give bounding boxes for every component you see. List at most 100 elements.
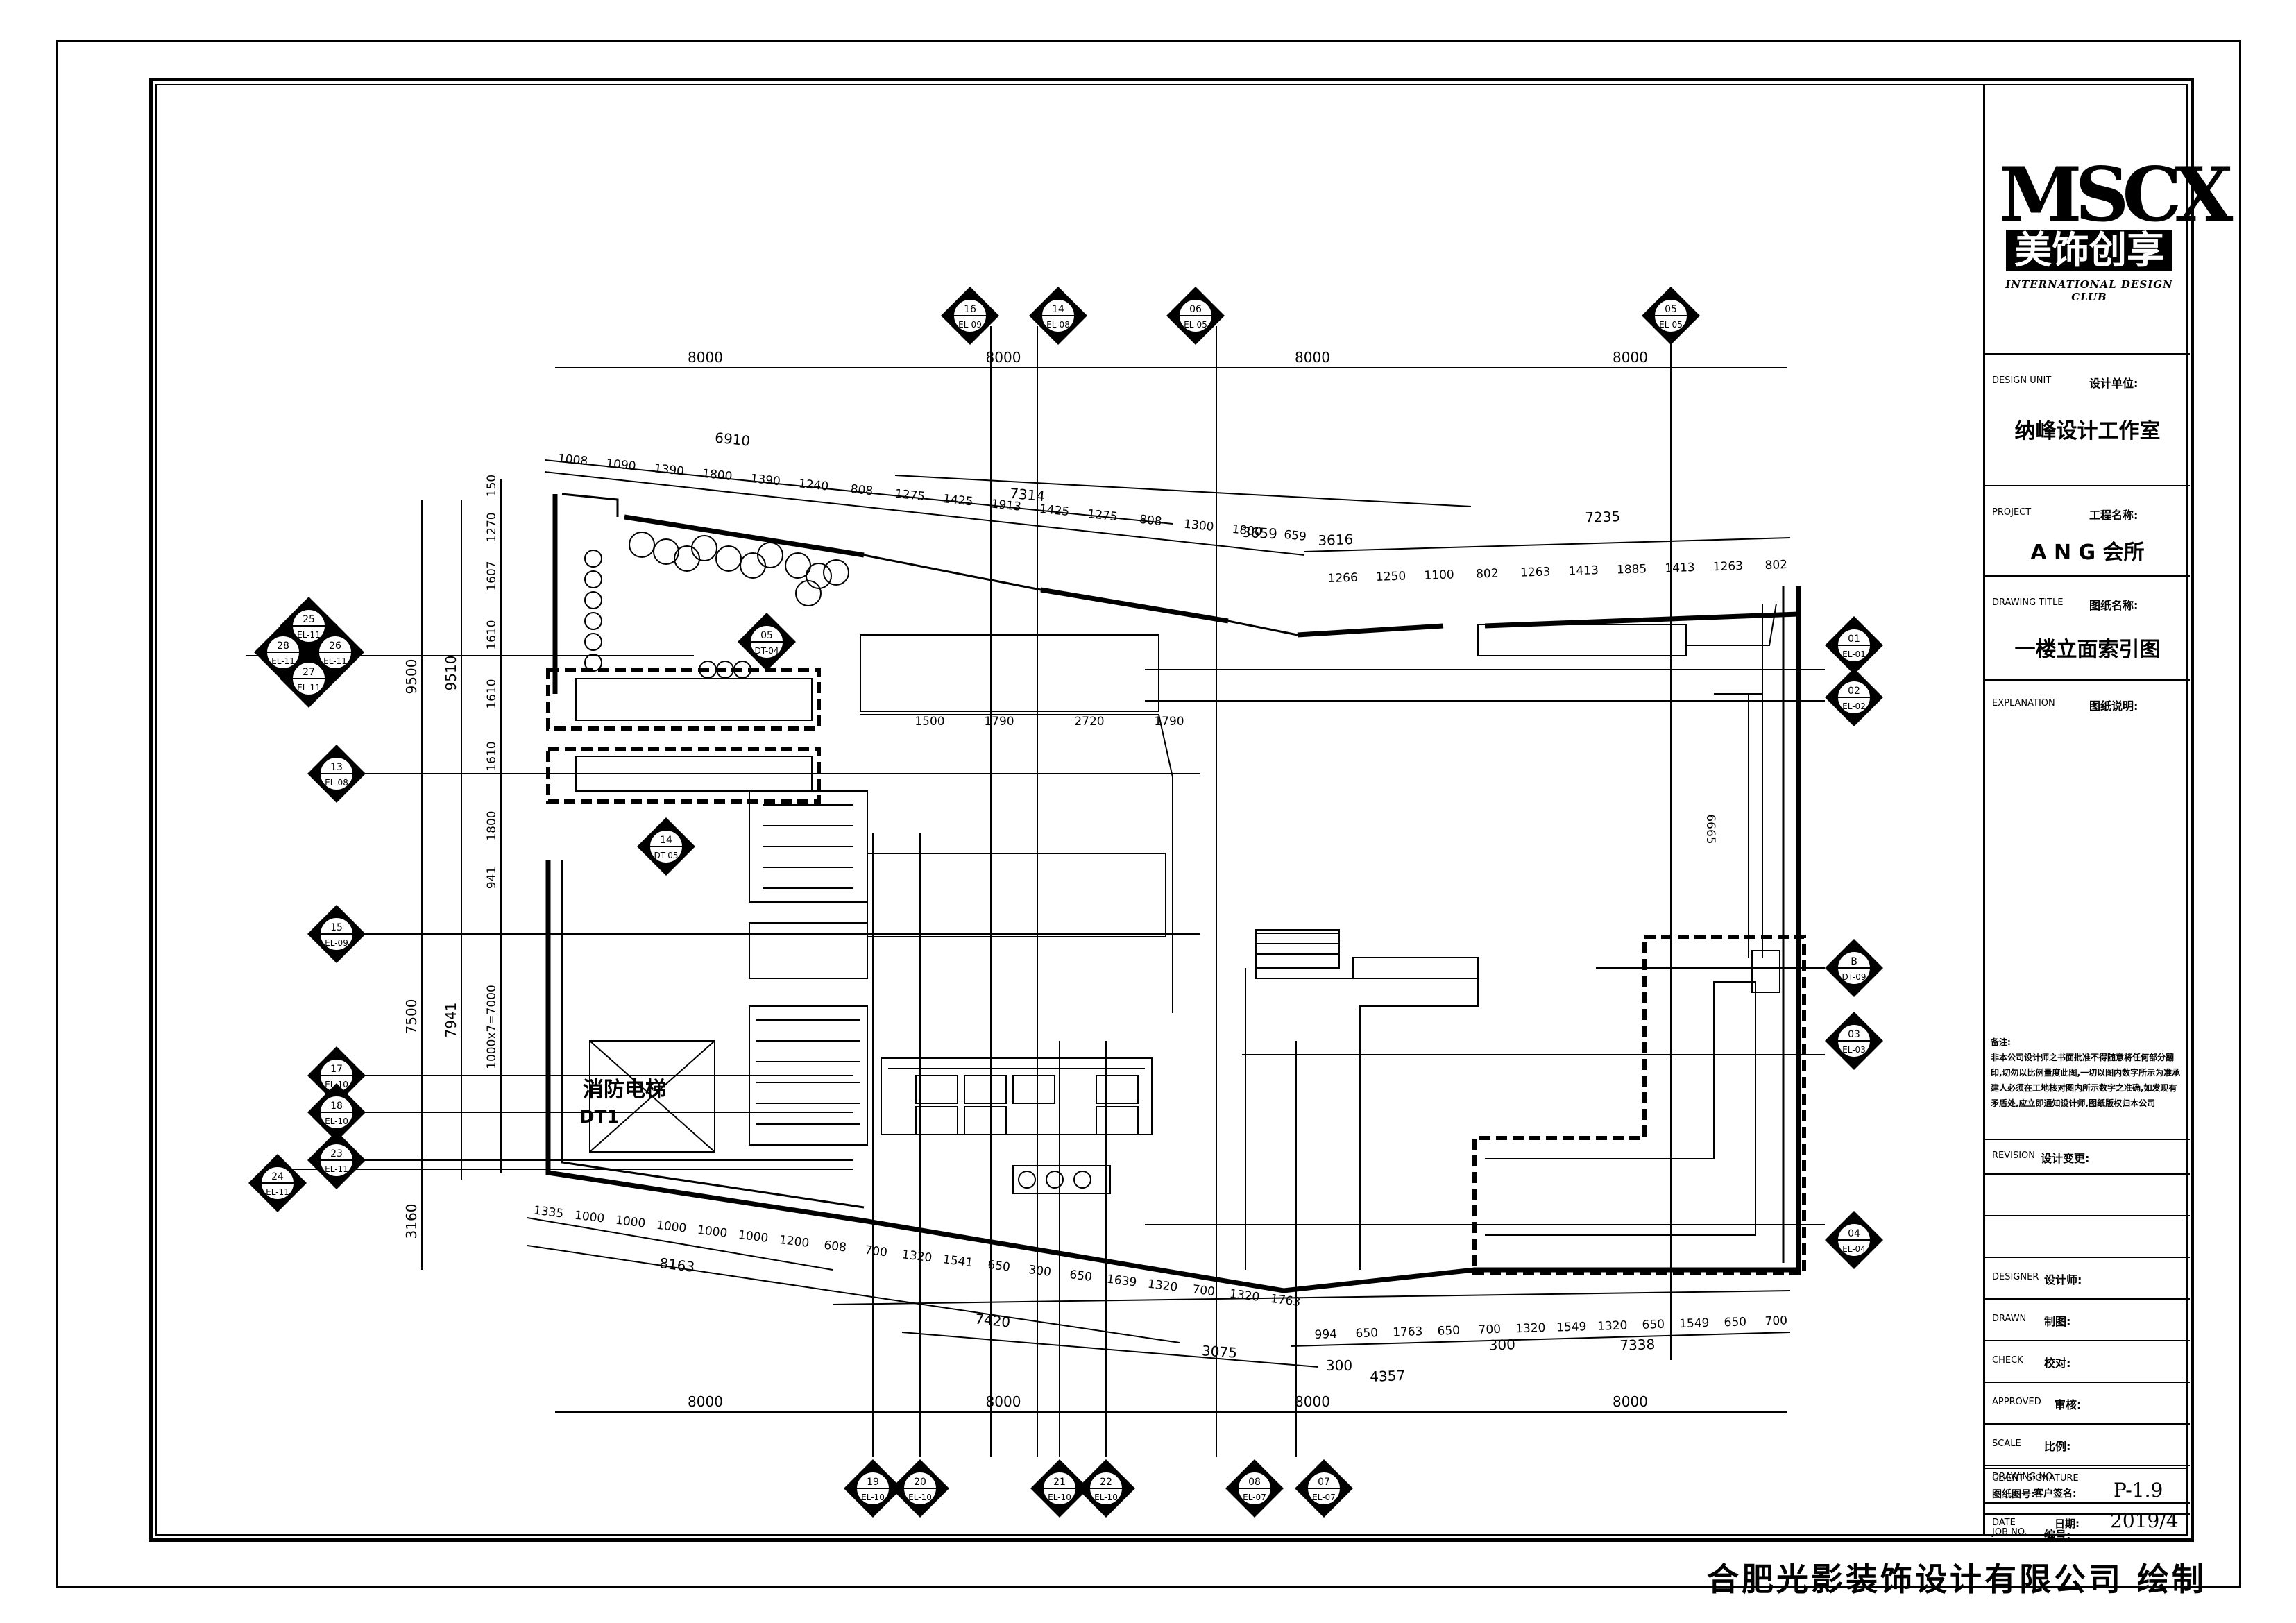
date-label-en: DATE <box>1992 1518 2016 1528</box>
drawing-frame <box>149 78 2194 1542</box>
top-dim-segment: 1263 <box>1520 565 1551 579</box>
left-dim-inner: 1800 <box>485 810 499 840</box>
top-dim-segment: 1413 <box>1568 563 1599 578</box>
section-tag-right <box>1825 1012 1883 1070</box>
section-tag-left <box>307 905 366 963</box>
bottom-dim-segment: 1320 <box>1597 1318 1628 1333</box>
section-tag-inner <box>637 817 695 876</box>
bottom-axis-dim: 8000 <box>1613 1393 1648 1410</box>
bottom-dim-overall: 300 <box>1326 1357 1352 1374</box>
revision-label-cn: 设计变更: <box>2041 1152 2090 1165</box>
tag-reference: EL-08 <box>325 778 348 788</box>
tag-reference: EL-11 <box>297 630 321 640</box>
client-date-block: CLIENT SIGNATURE 客户签名: DATE 日期: 2019/4 <box>1983 1468 2190 1536</box>
bottom-dim-segment: 1000 <box>738 1228 769 1246</box>
tag-number: 18 <box>330 1101 343 1112</box>
explanation-label-en: EXPLANATION <box>1992 698 2055 708</box>
top-dim-segment: 802 <box>1476 567 1499 581</box>
top-dim-segment: 1275 <box>894 487 926 504</box>
scale-label-cn: 比例: <box>2044 1440 2071 1453</box>
section-tag-bottom <box>1030 1459 1089 1518</box>
bottom-dim-overall: 8163 <box>658 1255 695 1275</box>
revision-label-en: REVISION <box>1992 1150 2036 1161</box>
tag-number: 04 <box>1848 1228 1860 1239</box>
tag-number: 21 <box>1053 1477 1066 1488</box>
tag-reference: EL-09 <box>958 320 982 330</box>
bottom-dim-segment: 1549 <box>1556 1320 1587 1334</box>
drawing-no-row: DRAWING NO. 图纸图号: P-1.9 <box>1985 1465 2190 1513</box>
design-unit-row: DESIGN UNIT 设计单位: 纳峰设计工作室 <box>1985 353 2190 485</box>
section-tag-left <box>248 1154 307 1212</box>
notes: 备注: 非本公司设计师之书面批准不得随意将任何部分翻印,切勿以比例量度此图,一切… <box>1991 1035 2185 1111</box>
left-dim-inner: 1610 <box>485 679 499 708</box>
top-dim-overall: 6910 <box>714 429 751 449</box>
bottom-axis-dim: 8000 <box>1295 1393 1330 1410</box>
check-label-cn: 校对: <box>2044 1357 2071 1370</box>
bottom-dim-segment: 700 <box>1191 1282 1216 1299</box>
tag-reference: EL-02 <box>1842 702 1866 711</box>
bottom-dim-segment: 700 <box>1478 1323 1501 1337</box>
bottom-dim-segment: 1320 <box>1515 1321 1546 1336</box>
tag-reference: DT-09 <box>1842 972 1866 982</box>
top-dim-segment: 1390 <box>654 461 685 478</box>
designer-row: DESIGNER 设计师: <box>1985 1257 2190 1298</box>
tag-number: 23 <box>330 1148 343 1159</box>
design-unit-label-en: DESIGN UNIT <box>1992 375 2052 386</box>
design-unit-label-cn: 设计单位: <box>2089 377 2138 390</box>
bottom-dim-overall: 300 <box>1488 1336 1515 1353</box>
client-label-en: CLIENT SIGNATURE <box>1992 1473 2079 1484</box>
tag-reference: DT-04 <box>754 646 779 656</box>
top-dim-segment: 1240 <box>798 477 829 493</box>
client-label-cn: 客户签名: <box>2034 1488 2077 1499</box>
drawing-no-label-en: DRAWING NO. <box>1992 1472 2055 1482</box>
company-logo: MSCX 美饰创享 INTERNATIONAL DESIGN CLUB <box>1999 158 2233 303</box>
top-dim-segment: 802 <box>1764 558 1787 572</box>
tag-number: 08 <box>1248 1477 1261 1488</box>
tag-reference: EL-07 <box>1312 1493 1336 1502</box>
bottom-dim-segment: 608 <box>823 1239 847 1255</box>
tag-reference: EL-10 <box>861 1493 885 1502</box>
tag-number: 15 <box>330 922 343 933</box>
bottom-axis-dim: 8000 <box>688 1393 723 1410</box>
section-tag-left <box>307 1083 366 1141</box>
design-unit-value: 纳峰设计工作室 <box>2014 419 2161 443</box>
left-dim-outer: 9500 <box>403 659 420 695</box>
footer-credit: 合肥光影装饰设计有限公司 绘制 <box>1707 1561 2207 1598</box>
top-dim-segment: 1913 <box>991 497 1022 513</box>
inner-dim: 1790 <box>984 715 1014 729</box>
tag-reference: EL-07 <box>1243 1493 1266 1502</box>
top-dim-segment: 1800 <box>701 467 733 484</box>
bottom-dim-segment: 1320 <box>901 1248 933 1265</box>
tag-number: 05 <box>1665 304 1677 315</box>
tag-reference: EL-01 <box>1842 649 1866 659</box>
job-no-row: JOB NO. 编号: <box>1985 1513 2190 1552</box>
top-dim-overall: 3616 <box>1318 531 1354 549</box>
tag-reference: EL-11 <box>266 1187 289 1197</box>
top-dim-segment: 659 <box>1283 528 1307 544</box>
section-tag-left <box>307 1131 366 1189</box>
section-tag-bottom <box>891 1459 949 1518</box>
bottom-dim-segment: 1763 <box>1393 1325 1423 1339</box>
top-dim-segment: 1885 <box>1617 562 1647 577</box>
tag-number: 27 <box>303 667 315 678</box>
bottom-dim-segment: 1763 <box>1270 1292 1301 1309</box>
left-dim-inner: 1607 <box>485 561 499 590</box>
section-tag-top <box>1166 287 1225 345</box>
inner-dim: 1500 <box>915 715 944 729</box>
bottom-dim-segment: 1320 <box>1229 1287 1260 1305</box>
drawing-title-label-cn: 图纸名称: <box>2089 599 2138 612</box>
section-tag-cluster <box>280 649 338 708</box>
drawing-title-label-en: DRAWING TITLE <box>1992 597 2064 608</box>
top-dim-segment: 1275 <box>1087 507 1118 524</box>
left-dim-inner: 1270 <box>485 512 499 542</box>
left-dim-outer: 7500 <box>403 999 420 1035</box>
section-tag-top <box>1029 287 1087 345</box>
check-row: CHECK 校对: <box>1985 1340 2190 1382</box>
section-tag-right <box>1825 616 1883 674</box>
project-label-en: PROJECT <box>1992 507 2032 518</box>
tag-reference: EL-05 <box>1184 320 1207 330</box>
top-dim-segment: 1008 <box>557 452 588 468</box>
top-dim-segment: 1090 <box>605 457 636 473</box>
tag-reference: EL-08 <box>1046 320 1070 330</box>
top-dim-segment: 1390 <box>750 472 781 488</box>
